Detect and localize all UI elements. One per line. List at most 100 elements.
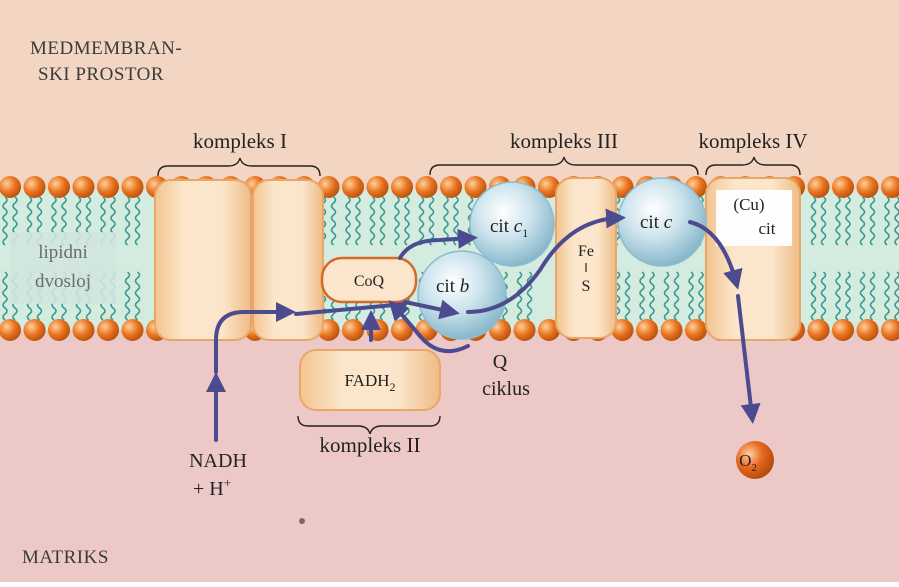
lipid-tail (418, 196, 425, 246)
lipid-tail (355, 196, 361, 246)
lipid-tail (820, 196, 827, 246)
lipid-head (342, 319, 364, 341)
lipid-tail (330, 196, 337, 246)
electron-flow-arrows (206, 208, 761, 442)
lipid-head (342, 176, 364, 198)
lipid-head (832, 176, 854, 198)
intermembrane-label-line1: MEDMEMBRAN- (30, 38, 183, 59)
speck (299, 518, 305, 524)
lipid-head (0, 319, 21, 341)
complex-brackets (157, 156, 801, 435)
s-label: S (582, 278, 591, 295)
lipid-head (856, 319, 879, 341)
lipid-head (611, 319, 634, 341)
lipid-tail (124, 196, 131, 246)
cyt-c-main: cit (640, 212, 664, 233)
svg-text:cit c1: cit c1 (490, 216, 528, 240)
lipid-tail (516, 271, 523, 321)
lipid-tail (859, 196, 866, 246)
lipid-head (391, 319, 413, 341)
label-complex-i: kompleks I (193, 129, 287, 153)
lipid-tail (810, 271, 817, 321)
oxygen-sub: 2 (751, 462, 757, 474)
lipid-head (881, 319, 899, 341)
lipid-head (121, 319, 144, 341)
lipid-head (685, 319, 707, 341)
lipid-head (807, 319, 830, 341)
lipid-head (23, 176, 46, 198)
arrow-q-cycle-loop (388, 300, 470, 354)
cyt-c1-italic: c (514, 216, 523, 237)
lipid-tail (810, 196, 817, 246)
oxygen-main: O (739, 451, 751, 470)
complex-i (154, 179, 324, 341)
matrix-label: MATRIKS (22, 547, 109, 568)
cyt-b-italic: b (460, 276, 470, 297)
lipid-tail (428, 196, 435, 246)
q-cycle-label-line2: ciklus (482, 378, 530, 400)
arrow-to-oxygen (736, 294, 761, 424)
lipid-tail (663, 271, 670, 321)
arrow-complex-i-to-coq (294, 302, 407, 316)
intermembrane-space (0, 0, 899, 200)
lipid-head (97, 319, 119, 341)
lipid-head (440, 176, 462, 198)
fadh-main: FADH (344, 371, 389, 390)
svg-text:cit b: cit b (436, 276, 469, 297)
lipid-tail (835, 271, 841, 321)
nadh-label-sup: + (224, 475, 231, 490)
intermembrane-label-line2: SKI PROSTOR (38, 64, 165, 85)
lipid-head (391, 176, 413, 198)
svg-text:+ H+: + H+ (193, 475, 231, 500)
lipid-tail (624, 271, 631, 321)
coq-label: CoQ (354, 273, 385, 290)
cyt-c-italic: c (664, 212, 673, 233)
cytochrome-b: cit b (417, 250, 507, 340)
lipid-tail (859, 271, 866, 321)
arrow-coq-to-cyt-b (403, 299, 460, 320)
lipid-tail (820, 271, 827, 321)
lipid-tail (639, 271, 645, 321)
lipid-head (636, 319, 658, 341)
arrow-cyt-b-to-cyt-c (466, 208, 626, 314)
cit-a-label: cit (759, 219, 776, 238)
oxygen-molecule: O2 (736, 441, 774, 479)
lipid-tail (526, 271, 533, 321)
lipid-tail (884, 196, 890, 246)
lipid-tail (394, 196, 400, 246)
lipid-head (72, 176, 95, 198)
arrow-coq-to-cyt-c1 (398, 228, 478, 260)
cyt-c1-main: cit (490, 216, 514, 237)
lipid-head (72, 319, 95, 341)
lipid-head (832, 319, 854, 341)
cu-label: (Cu) (733, 195, 764, 214)
arrow-complex-i-path (214, 302, 296, 374)
lipid-tail (369, 196, 376, 246)
lipid-head (48, 319, 70, 341)
lipid-tail (2, 196, 8, 246)
cyt-b-main: cit (436, 276, 460, 297)
nadh-label-line1: NADH (189, 450, 247, 472)
bilayer-label-box (10, 232, 116, 304)
lipid-head (856, 176, 879, 198)
cytochrome-c: cit c (617, 177, 707, 267)
lipid-head (538, 319, 560, 341)
complex-iv: (Cu) cit (705, 177, 801, 341)
lipid-tail (443, 196, 449, 246)
lipid-head (464, 176, 487, 198)
bracket-complex-i (157, 157, 321, 177)
lipid-tail (649, 271, 655, 321)
svg-text:FADH2: FADH2 (344, 371, 395, 394)
lipid-tail (404, 196, 410, 246)
fe-s-protein: Fe S (555, 177, 617, 339)
label-complex-ii: kompleks II (320, 433, 421, 457)
bracket-complex-ii (297, 415, 441, 435)
lipid-head (48, 176, 70, 198)
complex-ii: FADH2 (299, 349, 441, 411)
lipid-tail (845, 271, 851, 321)
lipid-head (97, 176, 119, 198)
bracket-complex-iv (705, 156, 801, 176)
lipid-tail (835, 196, 841, 246)
